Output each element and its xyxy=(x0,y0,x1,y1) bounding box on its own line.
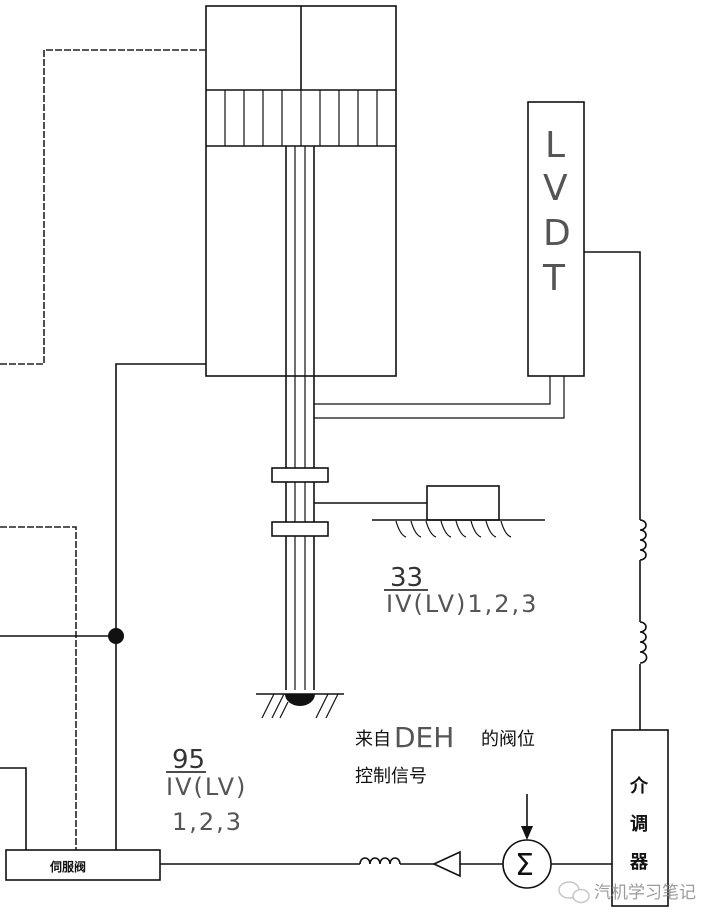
cylinder-supply-line xyxy=(115,363,206,850)
rod-collar-upper xyxy=(271,467,329,483)
piston-rings xyxy=(224,90,378,146)
dashed-line-top xyxy=(0,49,206,365)
lvdt-sensor: L V D T xyxy=(527,101,585,377)
sensor-number: 33 xyxy=(390,563,423,593)
lvdt-linkage xyxy=(314,376,565,419)
watermark-text: 汽机学习笔记 xyxy=(594,883,696,903)
wechat-icon xyxy=(558,881,590,904)
amplifier-triangle xyxy=(432,850,461,878)
lvdt-letter-v: V xyxy=(543,168,568,209)
sensor-label: IV(LV)1,2,3 xyxy=(386,590,538,618)
deh-line1-mid: DEH xyxy=(394,721,454,754)
valve-seat-ground xyxy=(256,693,344,719)
watermark: 汽机学习笔记 xyxy=(558,881,696,904)
position-sensor-block xyxy=(314,485,545,538)
deh-arrow-head xyxy=(521,826,533,840)
lvdt-letter-l: L xyxy=(545,125,565,166)
actuator-label-line1: IV(LV) xyxy=(166,773,247,801)
coil-upper xyxy=(639,519,647,561)
left-drain-line xyxy=(0,767,27,850)
regulator-char-2: 调 xyxy=(630,814,648,835)
servo-valve: 伺服阀 xyxy=(5,849,161,881)
deh-signal-text: 来自 DEH 的阀位 控制信号 xyxy=(355,721,535,787)
deh-line2: 控制信号 xyxy=(355,766,427,787)
deh-line1-suffix: 的阀位 xyxy=(481,729,535,750)
sigma-symbol: Σ xyxy=(515,848,534,883)
lvdt-letter-t: T xyxy=(542,258,566,299)
actuator-number: 95 xyxy=(172,745,205,775)
lvdt-signal-wire xyxy=(584,251,641,730)
regulator-box: 介 调 器 xyxy=(611,729,669,907)
deh-line1-prefix: 来自 xyxy=(355,729,391,750)
coil-lower xyxy=(639,621,648,664)
summing-junction: Σ xyxy=(502,839,552,889)
actuator-label-line2: 1,2,3 xyxy=(172,808,243,836)
dashed-line-middle xyxy=(0,526,77,850)
regulator-char-3: 器 xyxy=(629,852,649,873)
signal-coil xyxy=(359,857,401,865)
lvdt-letter-d: D xyxy=(543,213,571,254)
servo-valve-label: 伺服阀 xyxy=(49,859,86,874)
rod-collar-lower xyxy=(271,521,329,537)
hydraulic-cylinder xyxy=(205,5,397,377)
junction-dot xyxy=(108,628,124,644)
regulator-char-1: 介 xyxy=(629,775,649,797)
